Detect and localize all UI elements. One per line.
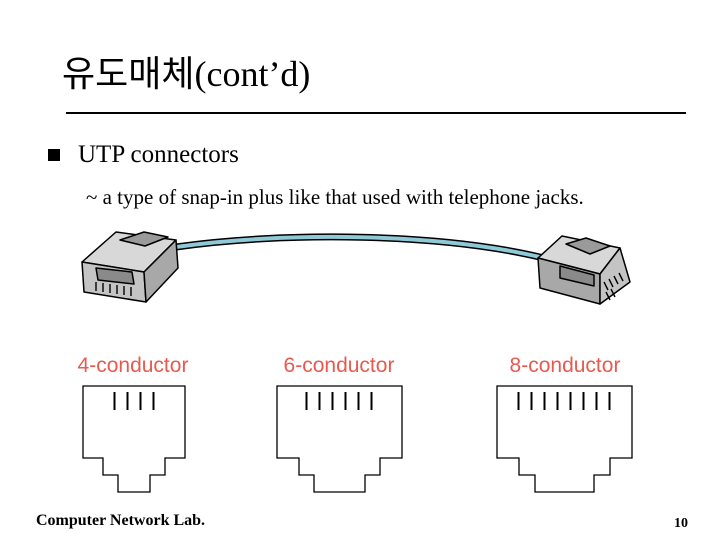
connector-label-6: 6-conductor <box>284 354 395 377</box>
cable <box>174 234 550 261</box>
jack-pins-4 <box>113 392 155 410</box>
right-rj-plug-icon <box>537 235 631 305</box>
connector-label-4: 4-conductor <box>78 354 189 377</box>
utp-connectors-figure: 4-conductor 6-conductor 8-conductor <box>78 231 633 493</box>
left-rj-plug-icon <box>81 231 179 303</box>
title-underline <box>66 112 686 114</box>
page-number: 10 <box>674 516 688 531</box>
bullet-text: UTP connectors <box>78 141 239 168</box>
bullet-item: UTP connectors <box>48 142 239 167</box>
sub-bullet-text: ~ a type of snap-in plus like that used … <box>86 185 584 209</box>
footer-lab-name: Computer Network Lab. <box>36 512 206 529</box>
square-bullet-icon <box>48 148 60 161</box>
jack-pins-8 <box>517 392 611 410</box>
connector-label-8: 8-conductor <box>510 354 621 377</box>
jack-pins-6 <box>305 392 373 410</box>
jack-outline-4 <box>82 385 186 493</box>
jack-outline-6 <box>276 385 403 493</box>
slide-title: 유도매체(cont’d) <box>62 54 311 94</box>
jack-outline-8 <box>496 385 633 493</box>
